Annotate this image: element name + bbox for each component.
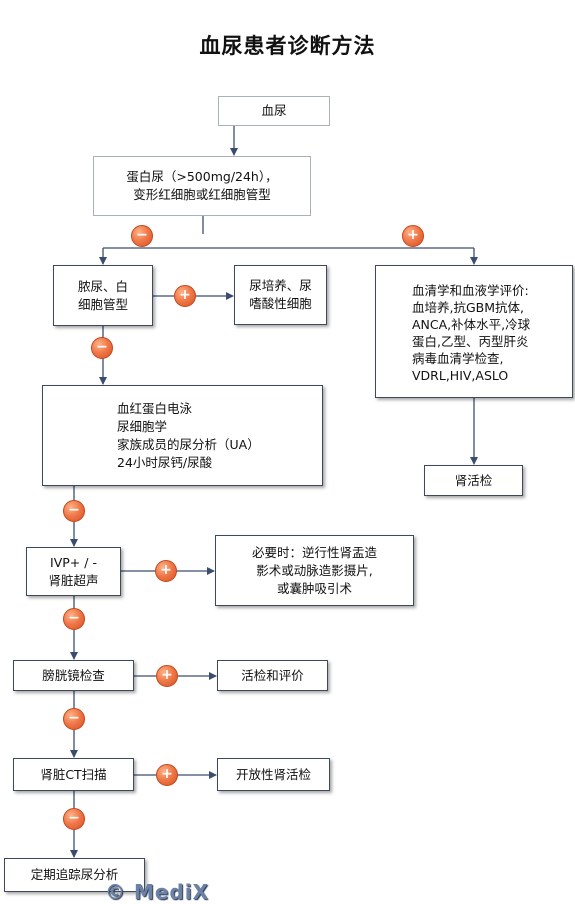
node-serology: 血清学和血液学评价: 血培养,抗GBM抗体, ANCA,补体水平,冷球 蛋白,乙…	[375, 265, 573, 398]
plus-sign-renal-ct: +	[156, 764, 178, 786]
minus-sign-workup: −	[63, 500, 85, 522]
plus-sign-ivp: +	[155, 560, 177, 582]
diagram-title: 血尿患者诊断方法	[199, 34, 376, 58]
node-cystoscopy: 膀胱镜检查	[13, 660, 134, 691]
minus-sign-casts: −	[91, 337, 113, 359]
node-renal-ct: 肾脏CT扫描	[13, 758, 134, 791]
node-open-biopsy: 开放性肾活检	[217, 758, 330, 791]
node-workup: 血红蛋白电泳 尿细胞学 家族成员的尿分析（UA） 24小时尿钙/尿酸	[42, 385, 323, 486]
minus-sign-renal-ct: −	[63, 808, 85, 830]
plus-sign-positive-branch: +	[402, 225, 424, 247]
node-if-needed: 必要时：逆行性肾盂造 影术或动脉造影摄片, 或囊肿吸引术	[215, 535, 414, 606]
minus-sign-ivp: −	[63, 608, 85, 630]
minus-sign-cystoscopy: −	[63, 708, 85, 730]
plus-sign-casts: +	[174, 285, 196, 307]
node-hematuria: 血尿	[218, 96, 330, 126]
node-follow-up: 定期追踪尿分析	[4, 858, 145, 892]
medix-watermark: © MediX	[105, 880, 210, 904]
minus-sign-negative-branch: −	[131, 225, 153, 247]
node-urine-culture: 尿培养、尿 嗜酸性细胞	[234, 265, 327, 325]
node-proteinuria: 蛋白尿（>500mg/24h）， 变形红细胞或红细胞管型	[93, 156, 311, 216]
node-biopsy-eval: 活检和评价	[217, 660, 328, 691]
node-renal-biopsy: 肾活检	[424, 465, 523, 496]
node-pyuria-casts: 脓尿、白 细胞管型	[53, 265, 153, 326]
node-ivp-ultrasound: IVP+ / - 肾脏超声	[26, 547, 121, 596]
plus-sign-cystoscopy: +	[156, 665, 178, 687]
